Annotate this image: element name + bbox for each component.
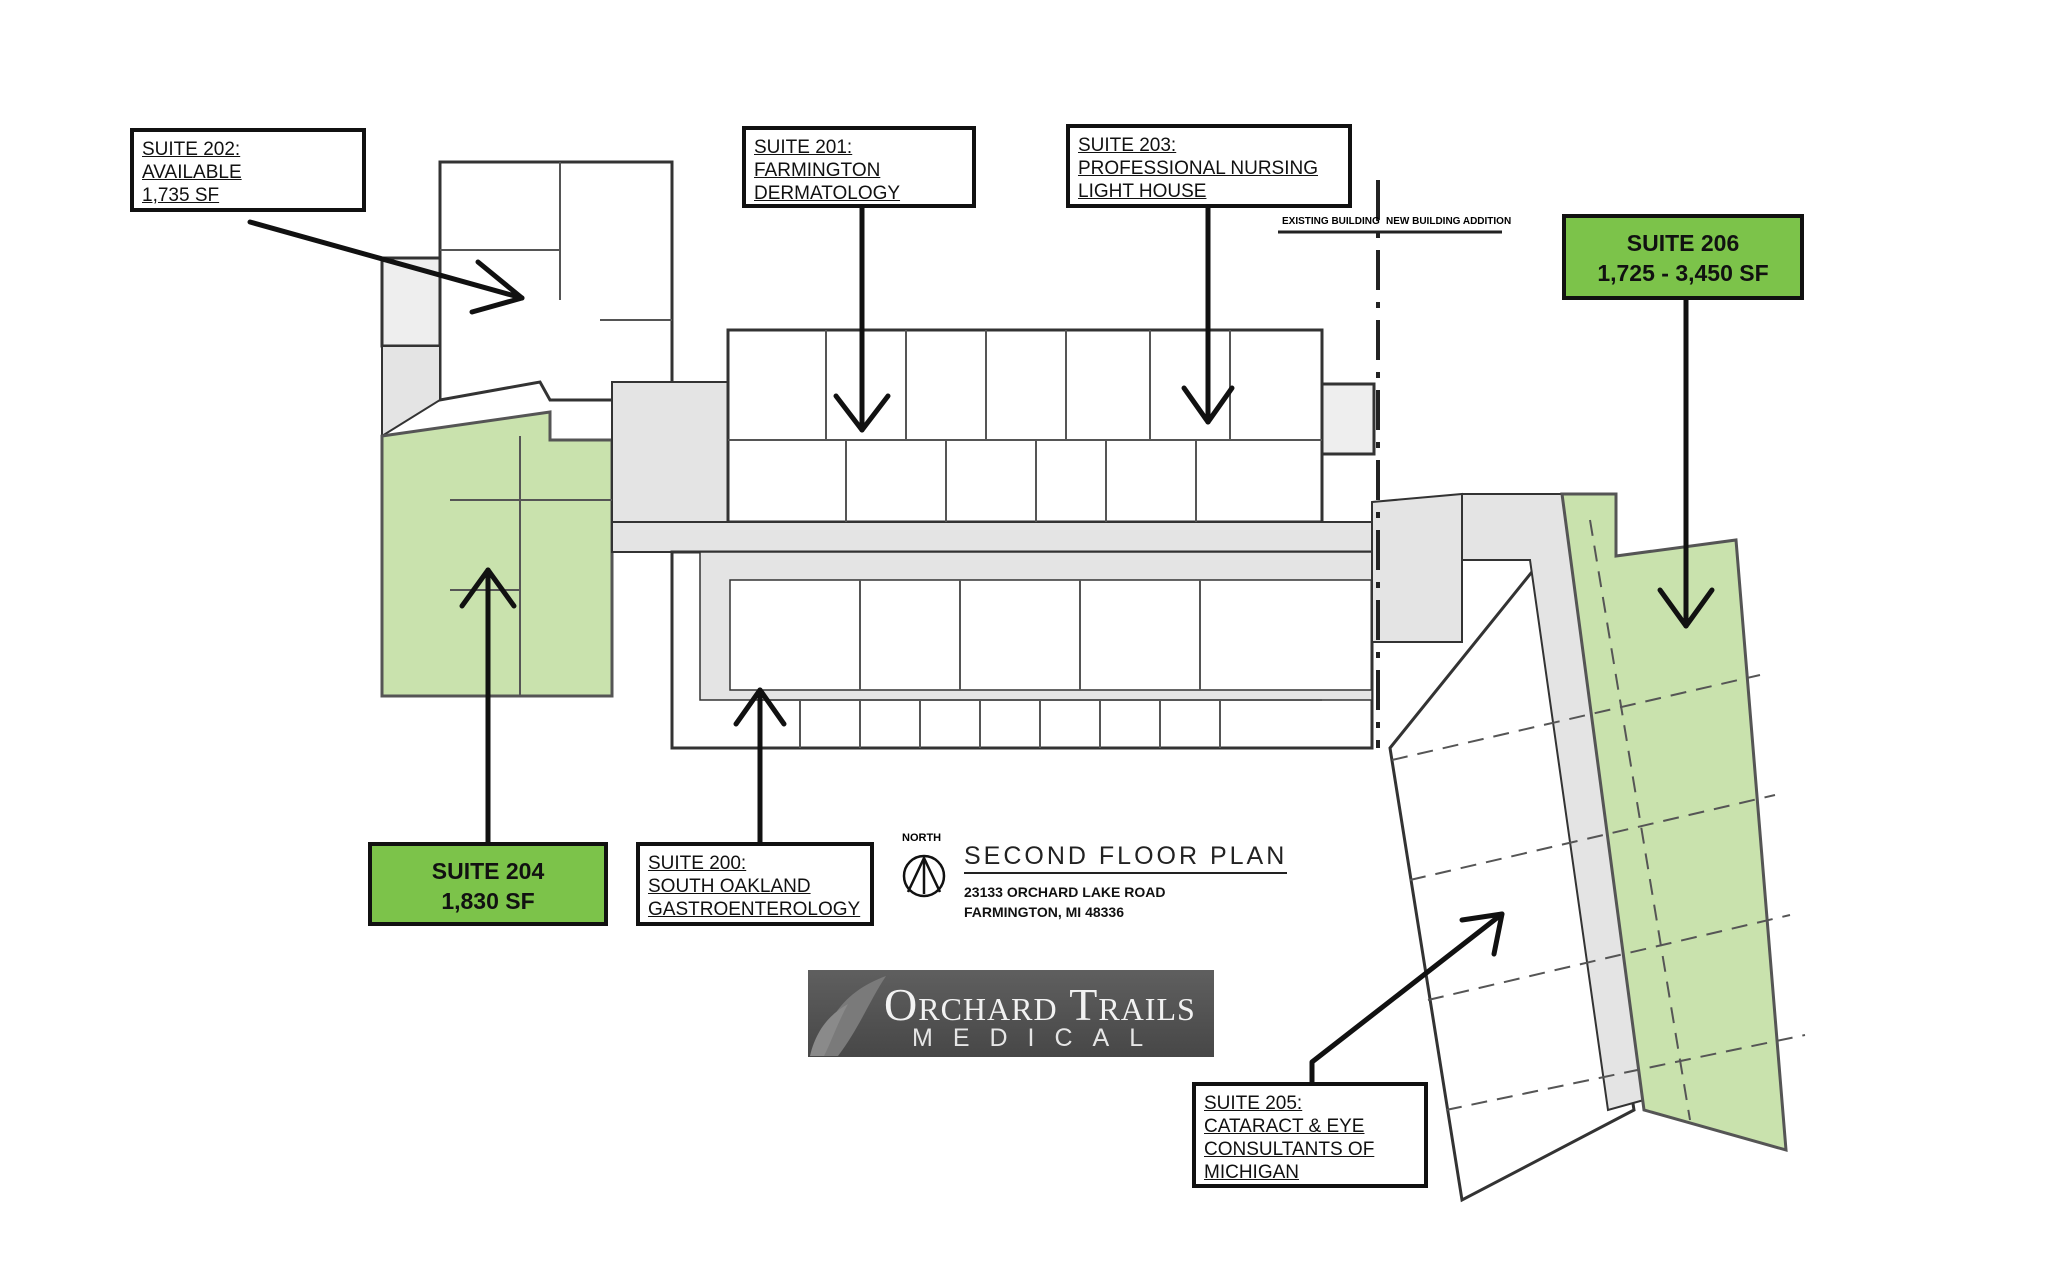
leaf-icon [810,976,886,1056]
suite-204-line2: 1,830 SF [441,888,535,914]
suite-200-line2: SOUTH OAKLAND [648,876,811,897]
callout-suite-205: SUITE 205: CATARACT & EYE CONSULTANTS OF… [1192,1082,1428,1188]
suite-205-line1: SUITE 205: [1204,1093,1303,1114]
suite-203-line1: SUITE 203: [1078,135,1177,156]
suite-200-area [670,550,1374,750]
plan-title: SECOND FLOOR PLAN [964,842,1288,874]
address-line-1: 23133 ORCHARD LAKE ROAD [964,884,1166,900]
arrow-suite-202 [247,219,525,301]
corridor-link [611,381,729,529]
callout-suite-202: SUITE 202: AVAILABLE 1,735 SF [130,128,366,212]
suite-202-line2: AVAILABLE [142,162,242,183]
suite-202-line1: SUITE 202: [142,139,241,160]
suite-205-line4: MICHIGAN [1204,1162,1299,1183]
orchard-trails-logo: Orchard Trails MEDICAL [808,970,1214,1057]
suite-201-203-area [726,328,1324,524]
suite-201-line3: DERMATOLOGY [754,183,901,204]
logo-sub-text: MEDICAL [912,1024,1164,1052]
suite-204-area [380,410,614,698]
callout-suite-203: SUITE 203: PROFESSIONAL NURSING LIGHT HO… [1066,124,1352,208]
suite-206-line1: SUITE 206 [1626,230,1740,256]
north-label: NORTH [902,832,942,844]
suite-205-line3: CONSULTANTS OF [1204,1139,1375,1160]
callout-suite-200: SUITE 200: SOUTH OAKLAND GASTROENTEROLOG… [636,842,874,926]
suite-202-line3: 1,735 SF [142,185,220,206]
suite-205-area [1388,548,1636,1203]
address-line-2: FARMINGTON, MI 48336 [964,904,1125,920]
callout-suite-201: SUITE 201: FARMINGTON DERMATOLOGY [742,126,976,208]
suite-203-line2: PROFESSIONAL NURSING [1078,158,1319,179]
label-existing-building: EXISTING BUILDING [1282,216,1380,227]
label-new-building-addition: NEW BUILDING ADDITION [1386,216,1512,227]
suite-200-line1: SUITE 200: [648,853,747,874]
north-arrow-icon [902,854,946,898]
arrow-suite-205 [1309,911,1505,1087]
suite-201-line1: SUITE 201: [754,137,853,158]
suite-202-area [438,160,674,402]
suite-201-line2: FARMINGTON [754,160,881,181]
logo-main-text: Orchard Trails [884,979,1196,1030]
stairwell-east [1320,382,1376,456]
suite-204-line1: SUITE 204 [431,858,545,884]
callout-suite-206: SUITE 206 1,725 - 3,450 SF [1562,214,1804,300]
addition-lobby [1371,492,1463,643]
corridor-west [381,345,441,438]
main-corridor [611,521,1373,553]
callout-suite-204: SUITE 204 1,830 SF [368,842,608,926]
suite-206-area [1560,492,1788,1153]
suite-200-line3: GASTROENTEROLOGY [648,899,861,920]
suite-205-line2: CATARACT & EYE [1204,1116,1365,1137]
suite-206-line2: 1,725 - 3,450 SF [1597,260,1769,286]
suite-203-line3: LIGHT HOUSE [1078,181,1207,202]
